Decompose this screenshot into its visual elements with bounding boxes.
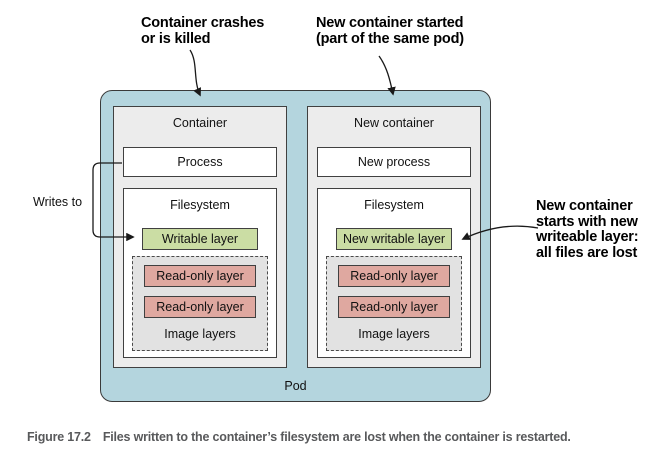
container-title: Container bbox=[172, 116, 228, 130]
figure-caption-text: Files written to the container’s filesys… bbox=[102, 430, 571, 444]
filesystem-box: Filesystem Writable layer Read-only laye… bbox=[123, 188, 277, 358]
annotation-line: New container bbox=[536, 198, 633, 214]
annotation-line: New container started bbox=[316, 15, 464, 31]
crash-annotation-arrow bbox=[189, 49, 201, 97]
image-layers-label: Image layers bbox=[358, 327, 430, 341]
container-box-new: New container New process Filesystem New… bbox=[307, 106, 481, 368]
annotation-line: or is killed bbox=[141, 31, 211, 47]
writable-layer-label: Writable layer bbox=[161, 232, 239, 246]
container-box-old: Container Process Filesystem Writable la… bbox=[113, 106, 287, 368]
annotation-line: writeable layer: bbox=[536, 229, 639, 246]
annotation-line: Container crashes bbox=[141, 15, 265, 31]
readonly-layer-box: Read-only layer bbox=[338, 265, 450, 287]
process-box: New process bbox=[317, 147, 471, 177]
figure-number: Figure 17.2 bbox=[27, 430, 91, 444]
writable-layer-box: New writable layer bbox=[336, 228, 452, 250]
container-title: New container bbox=[354, 116, 434, 130]
readonly-layer-label: Read-only layer bbox=[156, 269, 244, 283]
annotation-new-writeable-layer: New container starts with new writeable … bbox=[536, 198, 648, 262]
readonly-layer-box: Read-only layer bbox=[144, 265, 256, 287]
annotation-line: (part of the same pod) bbox=[316, 31, 464, 47]
process-label: Process bbox=[177, 155, 223, 169]
readonly-layer-label: Read-only layer bbox=[156, 300, 244, 314]
annotation-new-container-started: New container started (part of the same … bbox=[316, 15, 464, 47]
image-layers-box: Read-only layer Read-only layer Image la… bbox=[326, 256, 462, 351]
filesystem-label: Filesystem bbox=[364, 198, 424, 212]
image-layers-label: Image layers bbox=[164, 327, 236, 341]
readonly-layer-label: Read-only layer bbox=[350, 300, 438, 314]
process-box: Process bbox=[123, 147, 277, 177]
filesystem-label: Filesystem bbox=[170, 198, 230, 212]
readonly-layer-box: Read-only layer bbox=[144, 296, 256, 318]
annotation-container-crashes: Container crashes or is killed bbox=[141, 15, 264, 47]
image-layers-box: Read-only layer Read-only layer Image la… bbox=[132, 256, 268, 351]
process-label: New process bbox=[357, 155, 431, 169]
new-container-annotation-arrow bbox=[378, 55, 396, 96]
annotation-line: starts with new bbox=[536, 213, 638, 230]
pod-label: Pod bbox=[284, 379, 307, 393]
readonly-layer-label: Read-only layer bbox=[350, 269, 438, 283]
writes-to-label: Writes to bbox=[33, 195, 83, 209]
writable-layer-label: New writable layer bbox=[342, 232, 446, 246]
annotation-line: all files are lost bbox=[536, 245, 638, 262]
readonly-layer-box: Read-only layer bbox=[338, 296, 450, 318]
filesystem-box: Filesystem New writable layer Read-only … bbox=[317, 188, 471, 358]
writable-layer-box: Writable layer bbox=[142, 228, 258, 250]
figure-caption: Figure 17.2 Files written to the containe… bbox=[27, 430, 642, 444]
